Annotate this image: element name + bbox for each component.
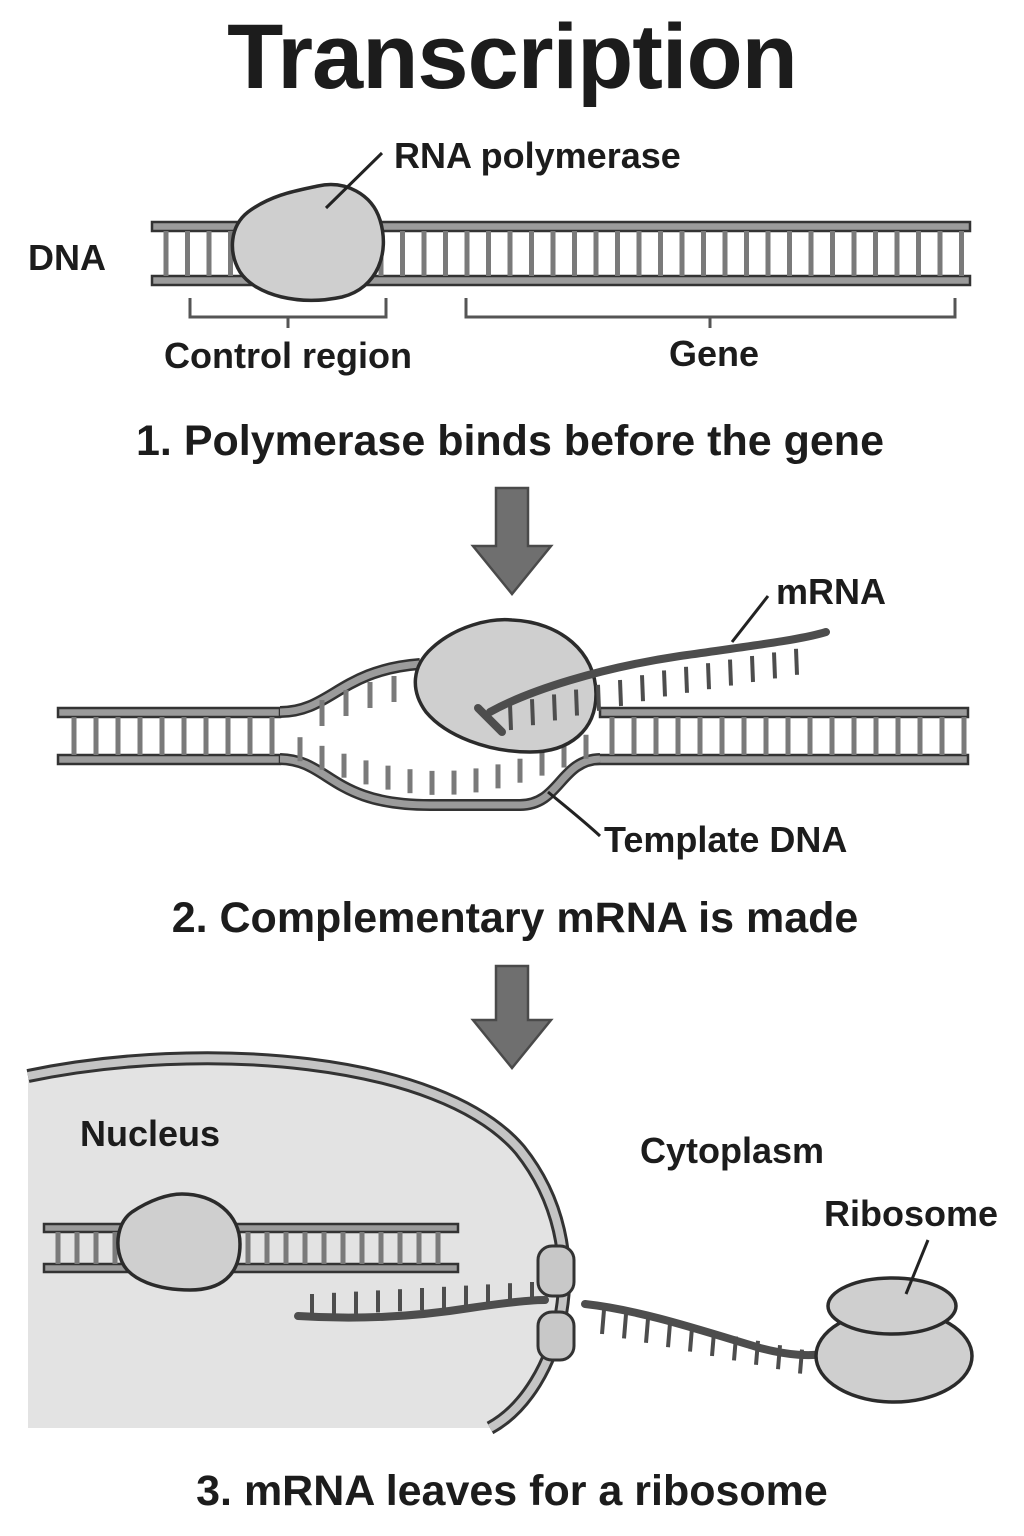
rna-polymerase-label: RNA polymerase [394,135,681,176]
dna-base-pairs [55,1232,441,1264]
template-strand [279,755,601,809]
mrna-base [754,1340,760,1365]
mrna-base [596,684,601,711]
dna-double-helix-2 [56,658,970,811]
panel-1: DNA RNA polymerase Control region Gene 1… [28,135,972,465]
nuclear-pore-bottom [536,1310,576,1362]
template-strand-outline [279,753,601,811]
mrna-base [530,699,535,726]
step-1-caption: 1. Polymerase binds before the gene [136,417,884,465]
gene-label: Gene [669,333,759,374]
mrna-base [600,1309,606,1335]
template-bases [297,676,589,795]
template-dna-label: Template DNA [604,819,847,860]
diagram-title: Transcription [227,6,797,108]
dna-strand-bottom-left [56,753,282,766]
nucleus-label: Nucleus [80,1113,220,1154]
mrna-base [644,1318,650,1343]
dna-strand-top [150,220,972,233]
mrna-base [798,1349,804,1374]
mrna-base [662,670,667,697]
dna-strand-bottom [150,274,972,287]
mrna-base [750,655,755,683]
template-dna-leader [547,790,602,838]
dna-label: DNA [28,237,106,278]
mrna-base [794,648,799,675]
mrna-strand-outside [581,1300,830,1360]
mrna-base [688,1327,694,1352]
gene-bracket [464,298,957,328]
mrna-leader [730,595,770,643]
ribosome-leader [904,1239,930,1295]
mrna-base [706,663,711,690]
mrna-bases [508,648,799,731]
down-arrow-icon [470,964,554,1070]
cytoplasm-label: Cytoplasm [640,1130,824,1171]
step-3-caption: 3. mRNA leaves for a ribosome [196,1467,828,1515]
mrna-base [776,1345,782,1370]
rna-polymerase-icon [413,617,598,754]
dna-strand-bottom [42,1262,460,1274]
step-2-caption: 2. Complementary mRNA is made [172,894,859,942]
mrna-base [508,703,513,731]
control-region-bracket [188,298,388,328]
coding-strand-outline [279,658,421,718]
down-arrow-icon [470,486,554,596]
rna-polymerase-icon [116,1192,242,1292]
dna-base-pairs [71,717,967,755]
mrna-base [772,652,777,679]
mrna-base [552,694,557,721]
mrna-base [710,1331,716,1357]
mrna-strand [486,628,830,716]
mrna-base [732,1336,738,1361]
mrna-base [618,679,623,707]
dna-strand-top-right [598,706,970,719]
mrna-base [574,689,579,716]
mrna-label: mRNA [776,571,886,612]
dna-strand-top-left [56,706,282,719]
mrna-base [640,675,645,702]
control-region-label: Control region [164,335,412,376]
ribosome-small-subunit [826,1276,958,1336]
nucleus-interior [28,1058,565,1428]
rna-polymerase-icon [230,182,386,302]
dna-strand-top [42,1222,460,1234]
mrna-start [474,704,506,736]
dna-strand-bottom-right [594,753,970,766]
panel-3: Nucleus Cytoplasm Ribosome 3. mRNA leave… [26,1051,998,1515]
mrna-bases [310,1282,804,1374]
rna-polymerase-leader [324,151,384,210]
coding-strand [279,660,421,716]
mrna-strand-inside [294,1296,549,1322]
mrna-base [684,666,689,693]
panel-2: mRNA Template DNA 2. Complementary mRNA … [56,571,970,942]
nuclear-pore-top [536,1244,576,1298]
mrna-base [622,1314,628,1339]
mrna-base [666,1323,672,1348]
mrna-base [728,659,733,686]
ribosome-label: Ribosome [824,1193,998,1234]
